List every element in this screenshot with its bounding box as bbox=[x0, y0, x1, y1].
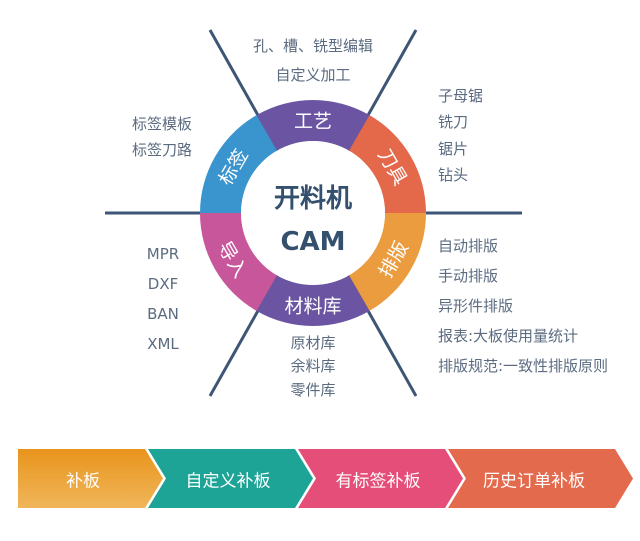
segment-import bbox=[200, 213, 277, 311]
tool-item: 铣刀 bbox=[438, 113, 469, 131]
label-item: 标签模板 bbox=[131, 115, 193, 133]
center-title: 开料机 bbox=[274, 184, 352, 214]
segment-material bbox=[256, 275, 370, 326]
flow-step-4 bbox=[448, 449, 633, 508]
import-item: DXF bbox=[147, 275, 179, 293]
segment-nesting bbox=[349, 213, 426, 311]
material-item: 余料库 bbox=[290, 357, 336, 375]
segment-craft-label: 工艺 bbox=[294, 111, 332, 133]
segment-tools bbox=[349, 115, 426, 213]
material-item: 原材库 bbox=[290, 334, 336, 352]
flow-step-label: 历史订单补板 bbox=[483, 471, 585, 492]
flow-step-label: 有标签补板 bbox=[335, 471, 421, 492]
flow-step-label: 自定义补板 bbox=[185, 471, 271, 492]
nesting-item: 排版规范:一致性排版原则 bbox=[438, 357, 609, 375]
label-item: 标签刀路 bbox=[131, 141, 193, 159]
flow-step-1 bbox=[18, 449, 163, 508]
flow-step-label: 补板 bbox=[66, 471, 100, 492]
craft-item: 自定义加工 bbox=[275, 66, 351, 84]
import-item: MPR bbox=[146, 245, 180, 263]
import-item: BAN bbox=[147, 305, 179, 323]
tool-item: 子母锯 bbox=[438, 87, 484, 105]
tool-item: 钻头 bbox=[438, 166, 469, 184]
center-subtitle: CAM bbox=[280, 227, 345, 257]
nesting-item: 报表:大板使用量统计 bbox=[438, 327, 579, 345]
material-item: 零件库 bbox=[290, 381, 336, 399]
craft-item: 孔、槽、铣型编辑 bbox=[252, 37, 374, 55]
center-circle bbox=[241, 141, 385, 285]
segment-craft bbox=[256, 99, 370, 151]
tool-item: 锯片 bbox=[438, 140, 469, 158]
segment-labels bbox=[200, 115, 277, 213]
flow-step-2 bbox=[148, 449, 313, 508]
import-item: XML bbox=[147, 335, 179, 353]
nesting-item: 自动排版 bbox=[438, 237, 499, 255]
flow-step-3 bbox=[298, 449, 463, 508]
nesting-item: 手动排版 bbox=[438, 267, 499, 285]
segment-material-label: 材料库 bbox=[284, 296, 341, 318]
nesting-item: 异形件排版 bbox=[438, 297, 514, 315]
